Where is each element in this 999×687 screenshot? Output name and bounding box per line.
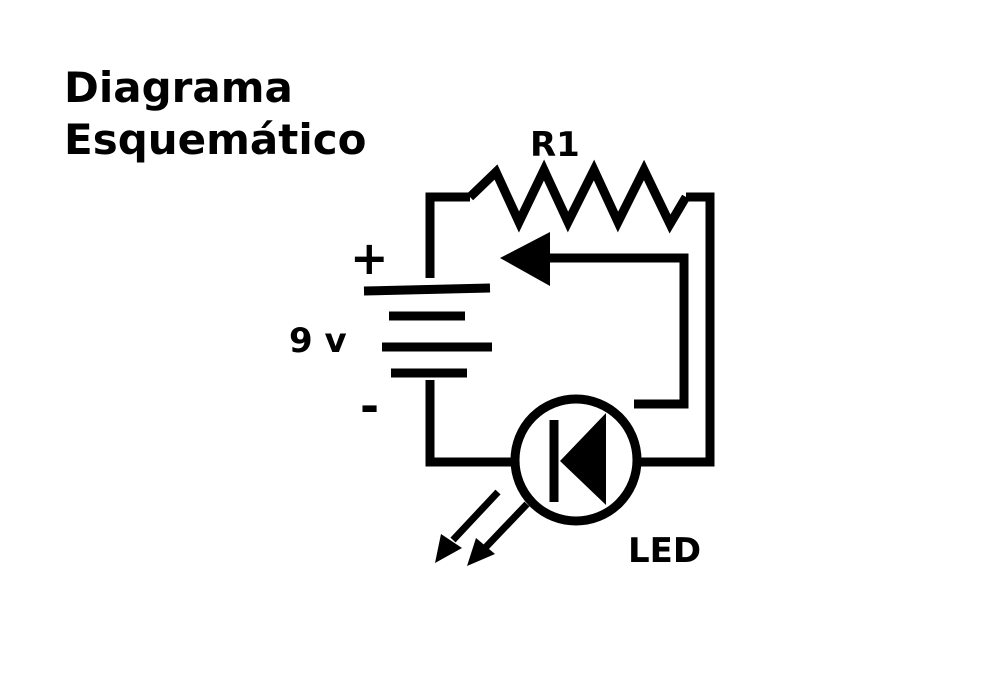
wire-resistor-to-bottom-right — [640, 192, 715, 467]
title-line-1: Diagrama — [64, 63, 293, 112]
resistor-symbol — [466, 159, 690, 234]
led-label: LED — [628, 531, 701, 571]
diagram-title: Diagrama Esquemático — [64, 62, 366, 166]
led-light-arrow-2-head — [467, 538, 495, 566]
battery-plate-1 — [363, 283, 491, 296]
led-light-arrow-2-shaft — [482, 501, 530, 551]
battery-negative-label: - — [360, 379, 379, 433]
wire-battery-to-led — [425, 380, 514, 467]
wires — [425, 192, 715, 467]
battery-voltage-label: 9 v — [289, 321, 347, 361]
wire-wiper — [545, 253, 689, 409]
title-line-2: Esquemático — [64, 115, 367, 164]
led-light-arrow-1-head — [435, 534, 462, 563]
led-anode-triangle — [560, 413, 606, 505]
battery-symbol — [363, 283, 492, 378]
resistor-label: R1 — [530, 125, 580, 165]
wire-battery-to-resistor — [425, 192, 470, 278]
wiper-arrow-icon — [500, 232, 550, 286]
led-light-arrow-1-shaft — [450, 489, 501, 543]
led-symbol — [435, 394, 642, 566]
battery-positive-label: + — [350, 231, 389, 285]
